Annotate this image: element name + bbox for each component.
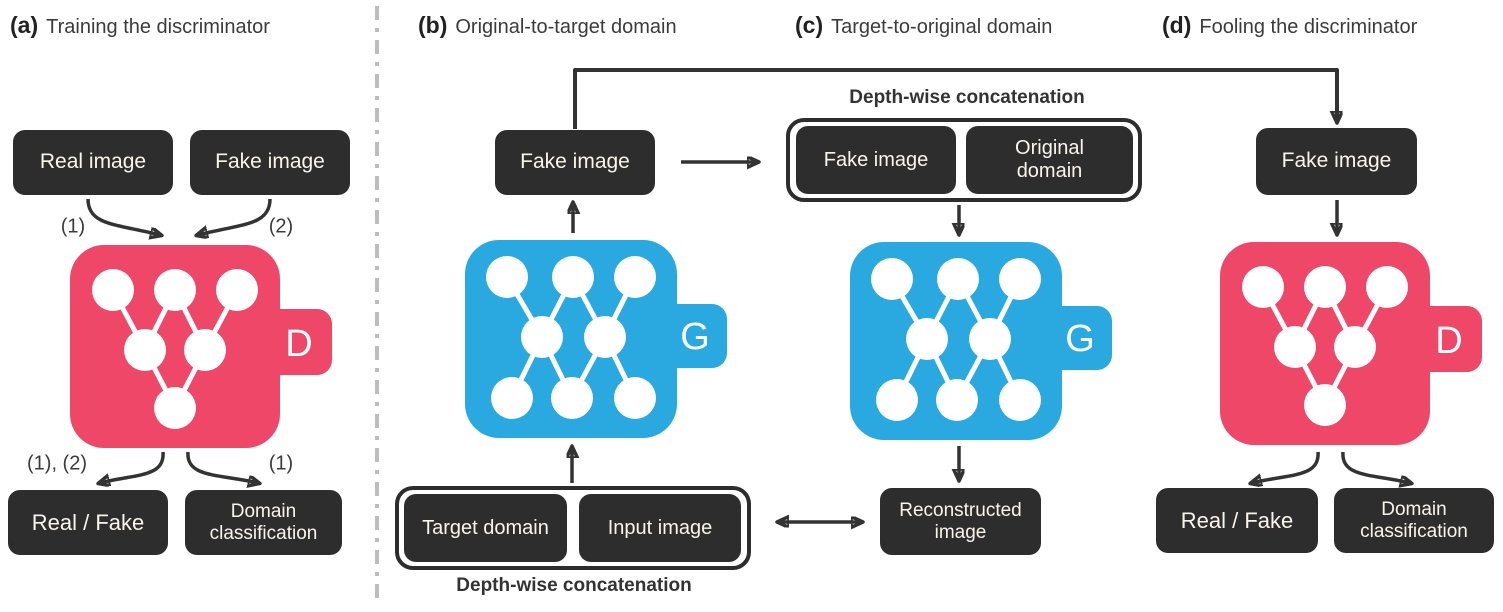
fake-image-box-c: Fake image bbox=[796, 126, 956, 194]
fake-image-box-a: Fake image bbox=[190, 130, 350, 195]
panel-a-tag: (a) bbox=[10, 12, 39, 38]
discriminator-letter: D bbox=[1435, 320, 1462, 362]
fake-image-label: Fake image bbox=[215, 150, 325, 174]
label-12-output: (1), (2) bbox=[27, 452, 87, 475]
fake-image-label: Fake image bbox=[1281, 149, 1392, 173]
reconstructed-image-label: Reconstructed image bbox=[899, 499, 1022, 543]
generator-tab bbox=[1048, 306, 1112, 370]
real-image-label: Real image bbox=[39, 150, 147, 174]
discriminator-tab bbox=[266, 309, 332, 375]
domain-classification-box-a: Domain classification bbox=[185, 490, 342, 555]
arrow-d-to-domaincls bbox=[186, 451, 258, 483]
panel-a-title-text: Training the discriminator bbox=[46, 16, 270, 38]
panel-d-title: (d) Fooling the discriminator bbox=[1162, 12, 1417, 39]
domain-classification-box-d: Domain classification bbox=[1334, 488, 1494, 553]
label-1-output: (1) bbox=[268, 452, 294, 475]
concat-label-b: Depth-wise concatenation bbox=[456, 575, 692, 596]
target-domain-box: Target domain bbox=[404, 494, 567, 562]
reconstructed-image-box: Reconstructed image bbox=[880, 488, 1041, 555]
concat-label-c: Depth-wise concatenation bbox=[849, 87, 1085, 108]
network-nodes bbox=[486, 256, 656, 419]
label-2-input: (2) bbox=[268, 215, 294, 238]
generator-tab bbox=[663, 304, 727, 368]
panel-d-title-text: Fooling the discriminator bbox=[1199, 16, 1418, 38]
domain-classification-label: Domain classification bbox=[209, 500, 318, 544]
domain-classification-label: Domain classification bbox=[1360, 498, 1468, 542]
input-image-label: Input image bbox=[607, 516, 713, 539]
arrow-fakeimage-to-panel-d bbox=[573, 68, 1337, 129]
network-nodes bbox=[92, 269, 258, 429]
arrow-d-to-realfake bbox=[100, 451, 165, 483]
input-image-box: Input image bbox=[579, 494, 741, 562]
discriminator-tab bbox=[1416, 306, 1482, 372]
panel-b-title: (b) Original-to-target domain bbox=[418, 12, 677, 39]
target-domain-label: Target domain bbox=[422, 516, 549, 539]
real-fake-box-a: Real / Fake bbox=[8, 490, 168, 555]
fake-image-label: Fake image bbox=[520, 150, 630, 174]
original-domain-label: Original domain bbox=[1015, 137, 1084, 182]
panel-b-tag: (b) bbox=[418, 12, 448, 38]
discriminator-letter: D bbox=[285, 323, 312, 365]
real-image-box-a: Real image bbox=[13, 130, 173, 195]
real-fake-label: Real / Fake bbox=[1180, 507, 1294, 533]
label-1-input: (1) bbox=[60, 215, 86, 238]
panel-c-tag: (c) bbox=[795, 12, 824, 38]
original-domain-box: Original domain bbox=[966, 126, 1133, 194]
panel-b-title-text: Original-to-target domain bbox=[455, 16, 677, 38]
fake-image-box-d: Fake image bbox=[1256, 128, 1417, 195]
generator-letter: G bbox=[1065, 318, 1095, 360]
panel-a-title: (a) Training the discriminator bbox=[10, 12, 270, 39]
arrow-d-to-realfake-d bbox=[1252, 451, 1320, 483]
panel-d-tag: (d) bbox=[1162, 12, 1192, 38]
network-nodes bbox=[1242, 266, 1408, 426]
arrow-real-to-d bbox=[86, 198, 160, 235]
fake-image-label: Fake image bbox=[823, 148, 929, 171]
panel-c-title-text: Target-to-original domain bbox=[831, 16, 1053, 38]
arrow-d-to-domaincls-d bbox=[1341, 451, 1410, 483]
generator-network-c: G bbox=[850, 242, 1112, 440]
panel-divider bbox=[375, 6, 379, 606]
discriminator-network-d: D bbox=[1220, 242, 1482, 445]
generator-letter: G bbox=[680, 316, 710, 358]
generator-network-b: G bbox=[465, 240, 727, 438]
discriminator-network-a: D bbox=[70, 245, 332, 448]
real-fake-label: Real / Fake bbox=[31, 509, 145, 535]
real-fake-box-d: Real / Fake bbox=[1156, 488, 1318, 553]
arrow-fake-to-d bbox=[198, 198, 272, 235]
panel-c-title: (c) Target-to-original domain bbox=[795, 12, 1052, 39]
network-nodes bbox=[871, 258, 1041, 421]
fake-image-box-b: Fake image bbox=[495, 130, 655, 195]
